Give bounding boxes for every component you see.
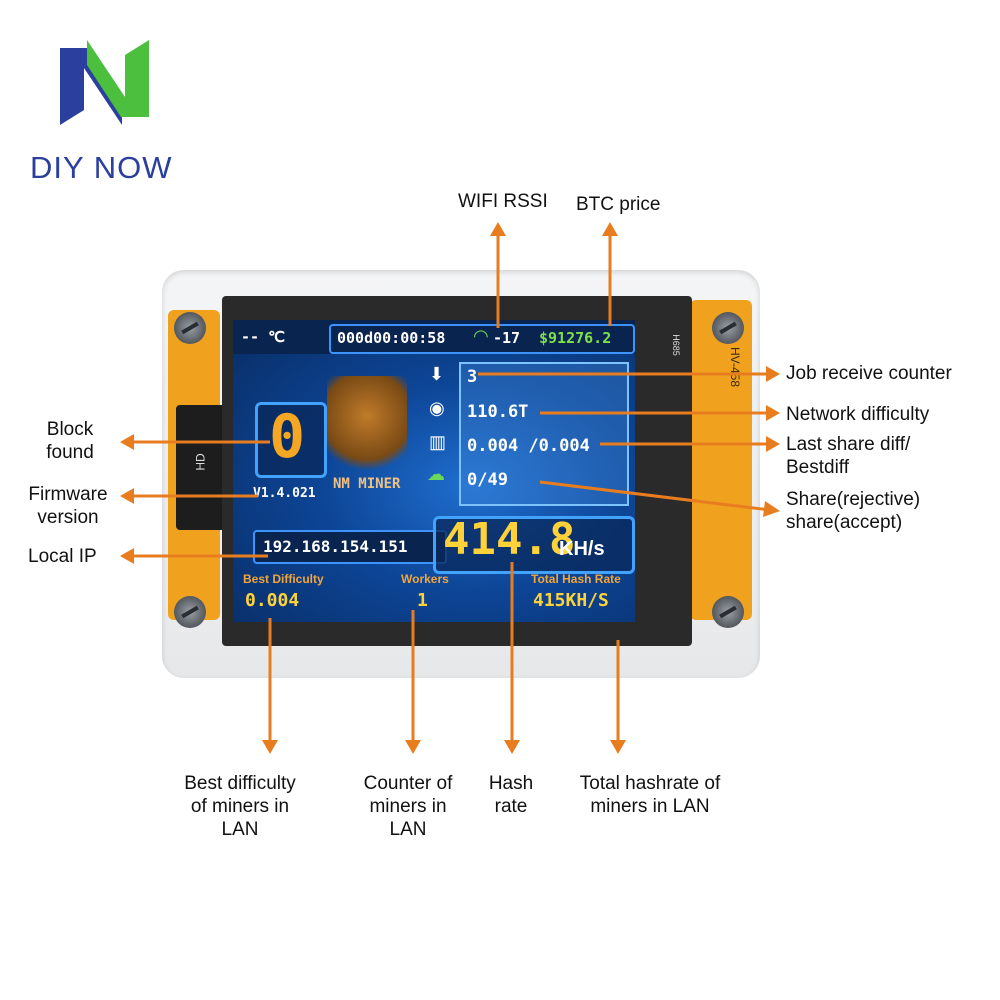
- callout-firmware: Firmware version: [16, 483, 120, 529]
- globe-icon: ◉: [429, 398, 445, 418]
- callout-wifi-rssi: WIFI RSSI: [458, 191, 548, 212]
- callout-line: Firmware: [28, 484, 108, 505]
- share-diff: 0.004 /0.004: [467, 436, 590, 456]
- block-found-value: 0: [269, 402, 306, 472]
- callout-line: found: [46, 442, 94, 463]
- rssi-value: -17: [493, 329, 521, 347]
- job-count: 3: [467, 367, 478, 387]
- callout-line: Last share diff/: [786, 434, 911, 455]
- callout-shares: Share(rejective) share(accept): [786, 488, 920, 534]
- callout-total-hashrate: Total hashrate of miners in LAN: [560, 772, 740, 818]
- lcd-screen: -- ℃ 000d00:00:58 ◠ -17 $91276.2 0 V1.4.…: [233, 320, 635, 622]
- arrow-head: [120, 434, 134, 450]
- firmware-version: V1.4.021: [253, 486, 316, 501]
- callout-best-difficulty: Best difficulty of miners in LAN: [165, 772, 315, 841]
- callout-line: Total hashrate of: [579, 773, 721, 794]
- arrow-head: [405, 740, 421, 754]
- shares: 0/49: [467, 470, 508, 490]
- arrow-shares: [539, 480, 771, 512]
- arrow-head: [120, 488, 134, 504]
- hash-rate-box: [433, 516, 635, 574]
- callout-line: of miners in: [190, 796, 290, 817]
- brand-name: DIY NOW: [30, 150, 173, 185]
- local-ip: 192.168.154.151: [263, 537, 408, 556]
- callout-line: rate: [494, 796, 528, 817]
- arrow-head: [602, 222, 618, 236]
- miner-logo-text: NM MINER: [333, 476, 401, 492]
- arrow-head: [490, 222, 506, 236]
- callout-line: LAN: [389, 819, 427, 840]
- brand-logo-icon: [60, 40, 149, 125]
- callout-line: Bestdiff: [786, 457, 850, 478]
- callout-line: Share(rejective): [786, 489, 921, 510]
- callout-block-found: Block found: [30, 418, 110, 464]
- top-bar-frame: [329, 324, 635, 354]
- callout-line: Block: [46, 419, 94, 440]
- callout-line: miners in: [369, 796, 447, 817]
- screw-icon: [174, 596, 206, 628]
- download-icon: ⬇: [429, 364, 445, 384]
- callout-last-share-diff: Last share diff/ Bestdiff: [786, 433, 910, 479]
- hash-unit: KH/s: [559, 538, 605, 560]
- callout-line: version: [37, 507, 99, 528]
- callout-btc-price: BTC price: [576, 194, 661, 215]
- arrow-head: [766, 366, 780, 382]
- callout-line: LAN: [221, 819, 259, 840]
- best-difficulty-value: 0.004: [245, 590, 300, 611]
- usb-port: HD: [176, 405, 226, 530]
- callout-local-ip: Local IP: [28, 546, 97, 567]
- workers-label: Workers: [401, 572, 449, 586]
- callout-line: Counter of: [363, 773, 453, 794]
- callout-line: miners in LAN: [590, 796, 710, 817]
- callout-counter: Counter of miners in LAN: [348, 772, 468, 841]
- callout-hash-rate: Hash rate: [476, 772, 546, 818]
- screw-icon: [712, 596, 744, 628]
- arrow-head: [504, 740, 520, 754]
- arrow-head: [766, 436, 780, 452]
- callout-line: Best difficulty: [184, 773, 296, 794]
- callout-line: share(accept): [786, 512, 903, 533]
- callout-job-counter: Job receive counter: [786, 363, 952, 384]
- block-found-box: [255, 402, 327, 478]
- network-difficulty: 110.6T: [467, 402, 529, 422]
- bar-chart-icon: ▥: [429, 432, 447, 452]
- screw-icon: [174, 312, 206, 344]
- hash-value: 414.8: [443, 514, 576, 565]
- temperature: -- ℃: [241, 328, 285, 346]
- arrow-head: [120, 548, 134, 564]
- arrow-head: [766, 405, 780, 421]
- arrow-head: [610, 740, 626, 754]
- uptime: 000d00:00:58: [337, 329, 446, 347]
- callout-network-difficulty: Network difficulty: [786, 404, 930, 425]
- btc-price: $91276.2: [539, 329, 612, 347]
- screw-icon: [712, 312, 744, 344]
- total-hash-value: 415KH/S: [533, 590, 609, 611]
- best-difficulty-label: Best Difficulty: [243, 572, 324, 586]
- miner-logo-icon: [327, 376, 407, 476]
- total-hash-label: Total Hash Rate: [531, 572, 621, 586]
- wifi-icon: ◠: [473, 326, 489, 346]
- right-connector-strip: [690, 300, 752, 620]
- arrow-head: [262, 740, 278, 754]
- cloud-upload-icon: ☁: [427, 464, 445, 484]
- arrow-head: [763, 501, 780, 517]
- workers-value: 1: [417, 590, 428, 611]
- callout-line: Hash: [488, 773, 534, 794]
